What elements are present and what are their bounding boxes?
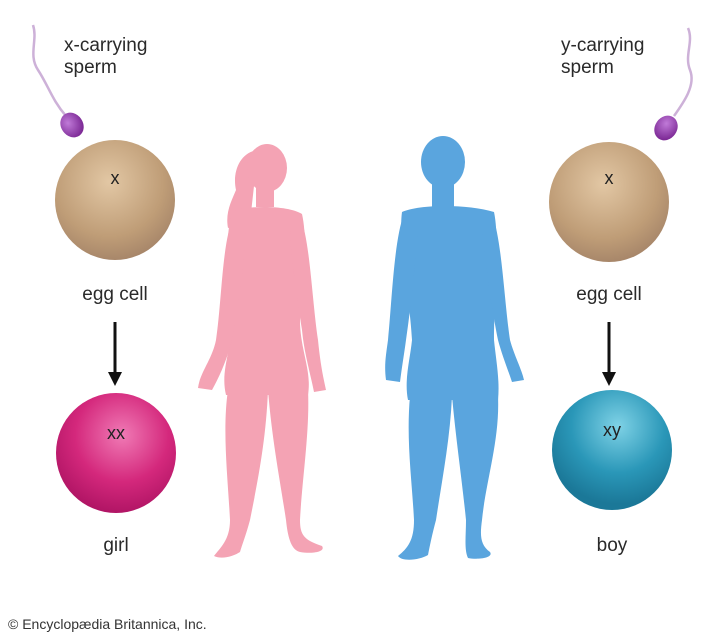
right-egg-label: egg cell	[576, 284, 642, 305]
y-sperm-label: y-carrying sperm	[561, 35, 644, 79]
female-silhouette	[198, 144, 326, 558]
left-egg-label: egg cell	[82, 284, 148, 305]
boy-zygote	[552, 390, 672, 510]
left-arrow-icon	[108, 322, 122, 386]
boy-label: boy	[596, 535, 628, 556]
girl-label: girl	[103, 535, 129, 556]
girl-zygote	[56, 393, 176, 513]
left-egg-cell	[55, 140, 175, 260]
girl-chromosomes: xx	[107, 423, 125, 443]
male-silhouette	[385, 136, 524, 560]
y-sperm-icon	[654, 27, 693, 141]
right-egg-cell	[549, 142, 669, 262]
x-sperm-label-line1: x-carrying	[64, 35, 148, 56]
copyright-credit: © Encyclopædia Britannica, Inc.	[8, 616, 207, 632]
y-sperm-label-line1: y-carrying	[561, 35, 645, 56]
x-sperm-label: x-carrying sperm	[64, 35, 147, 79]
left-egg-chromosome: x	[110, 168, 120, 188]
right-egg-chromosome: x	[604, 168, 614, 188]
x-sperm-label-line2: sperm	[64, 57, 117, 78]
x-sperm-icon	[31, 24, 84, 138]
y-sperm-label-line2: sperm	[561, 57, 614, 78]
right-arrow-icon	[602, 322, 616, 386]
boy-chromosomes: xy	[603, 420, 621, 440]
